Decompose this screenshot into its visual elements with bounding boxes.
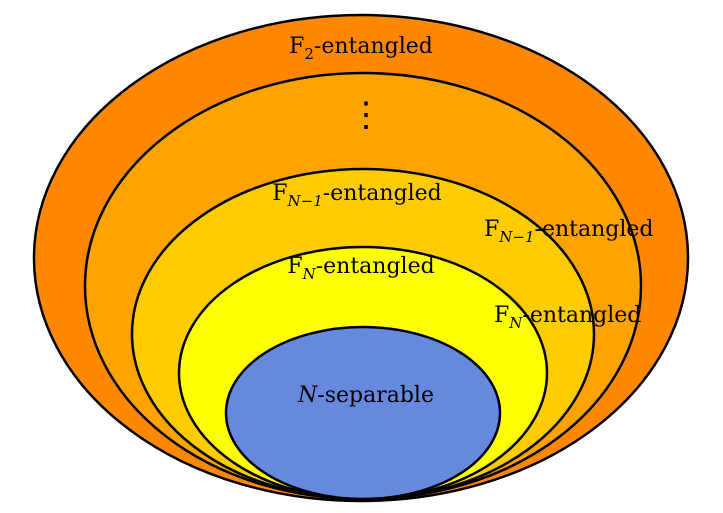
- fn1-entangled-label: FN−1-entangled: [272, 181, 442, 210]
- n-separable-label: N-separable: [297, 383, 434, 408]
- fn1-entangled-side-label: FN−1-entangled: [484, 217, 654, 246]
- f2-entangled-label: F2-entangled: [289, 34, 433, 63]
- n-separable-region: [224, 325, 502, 501]
- vertical-ellipsis: ⋮: [349, 95, 383, 135]
- fn-entangled-side-label: FN-entangled: [494, 303, 641, 332]
- fn-entangled-label: FN-entangled: [287, 254, 434, 283]
